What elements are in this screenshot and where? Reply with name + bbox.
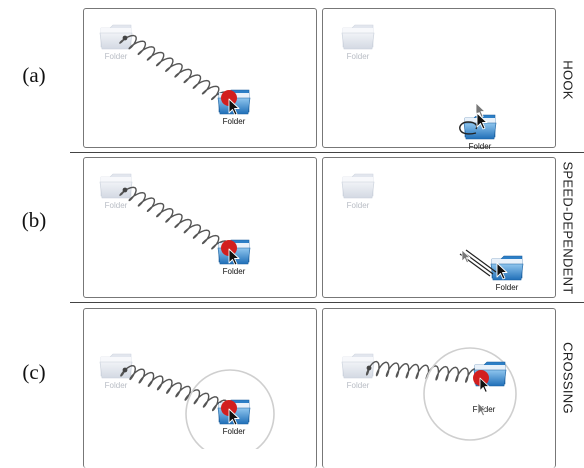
folder-label: Folder	[347, 201, 370, 210]
folder-label: Folder	[105, 381, 128, 390]
row-label-c: (c)	[22, 360, 46, 384]
cursor-icon	[479, 377, 490, 393]
cursor-arrow	[496, 262, 508, 280]
folder-label: Folder	[223, 427, 246, 436]
folder-icon[interactable]: Folder	[99, 353, 133, 390]
spring-coil	[119, 34, 229, 101]
folder-icon[interactable]: Folder	[341, 353, 375, 390]
folder-icon[interactable]: Folder	[99, 24, 133, 61]
spring-icon	[119, 34, 229, 101]
crossing-circle-icon	[185, 369, 275, 449]
cursor-icon	[477, 402, 487, 417]
target-dot	[221, 400, 237, 416]
folder-icon[interactable]: Folder	[490, 255, 524, 292]
folder-paper	[343, 177, 373, 185]
cursor-icon	[475, 102, 486, 118]
folder-label: Folder	[347, 52, 370, 61]
folder-label: Folder	[469, 142, 492, 151]
spring-anchor	[122, 367, 128, 373]
folder-paper	[475, 365, 505, 373]
folder-paper	[492, 259, 522, 267]
target-dot	[473, 370, 489, 386]
folder-label: Folder	[105, 201, 128, 210]
cursor-arrow	[479, 377, 490, 393]
cursor-icon	[496, 262, 508, 280]
cursor-icon	[228, 98, 240, 116]
row-label-a: (a)	[22, 63, 46, 87]
target-dot	[221, 240, 237, 256]
folder-label: Folder	[496, 283, 519, 292]
panel-crossing-after	[322, 308, 556, 468]
spring-icon	[365, 360, 479, 383]
cursor-arrow	[476, 112, 488, 130]
folder-paper	[343, 357, 373, 365]
spring-icon	[119, 186, 229, 250]
spring-icon	[120, 365, 228, 412]
cursor-icon	[228, 248, 240, 266]
cursor-arrow	[228, 98, 240, 116]
folder-front	[341, 181, 375, 199]
folder-paper	[101, 357, 131, 365]
target-dot	[221, 90, 237, 106]
folder-icon[interactable]: Folder	[341, 24, 375, 61]
row-label-b: (b)	[21, 208, 47, 232]
figure: (a) (b) (c) HOOK SPEED-DEPENDENT CROSSIN…	[21, 8, 584, 468]
folder-paper	[101, 177, 131, 185]
cursor-arrow	[477, 402, 487, 417]
spring-coil	[119, 186, 229, 250]
folder-paper	[343, 28, 373, 36]
crossing-circle-icon	[423, 347, 517, 441]
folder-icon[interactable]: Folder	[341, 173, 375, 210]
spring-anchor	[366, 365, 372, 371]
folder-label: Folder	[223, 117, 246, 126]
folder-label: Folder	[105, 52, 128, 61]
trail-line	[465, 249, 497, 273]
cursor-arrow	[461, 249, 471, 264]
cursor-icon	[461, 249, 471, 264]
row-divider	[70, 302, 584, 303]
folder-paper	[101, 28, 131, 36]
spring-coil	[120, 365, 228, 412]
panel-crossing-before	[83, 308, 317, 468]
cursor-arrow	[475, 102, 486, 118]
spring-coil	[365, 360, 479, 383]
folder-label: Folder	[347, 381, 370, 390]
folder-front	[341, 32, 375, 50]
folder-label: Folder	[223, 267, 246, 276]
spring-anchor	[122, 35, 128, 41]
cursor-arrow	[228, 248, 240, 266]
cursor-icon	[476, 112, 488, 130]
illustration-layer: FolderFolderFolderFolderFolderFolderFold…	[99, 24, 524, 449]
folder-icon[interactable]: Folder	[99, 173, 133, 210]
folder-front	[99, 181, 133, 199]
cursor-icon	[228, 408, 240, 426]
folder-front	[99, 32, 133, 50]
row-divider	[70, 152, 584, 153]
cursor-arrow	[228, 408, 240, 426]
folder-front	[463, 122, 497, 140]
spring-anchor	[122, 187, 128, 193]
